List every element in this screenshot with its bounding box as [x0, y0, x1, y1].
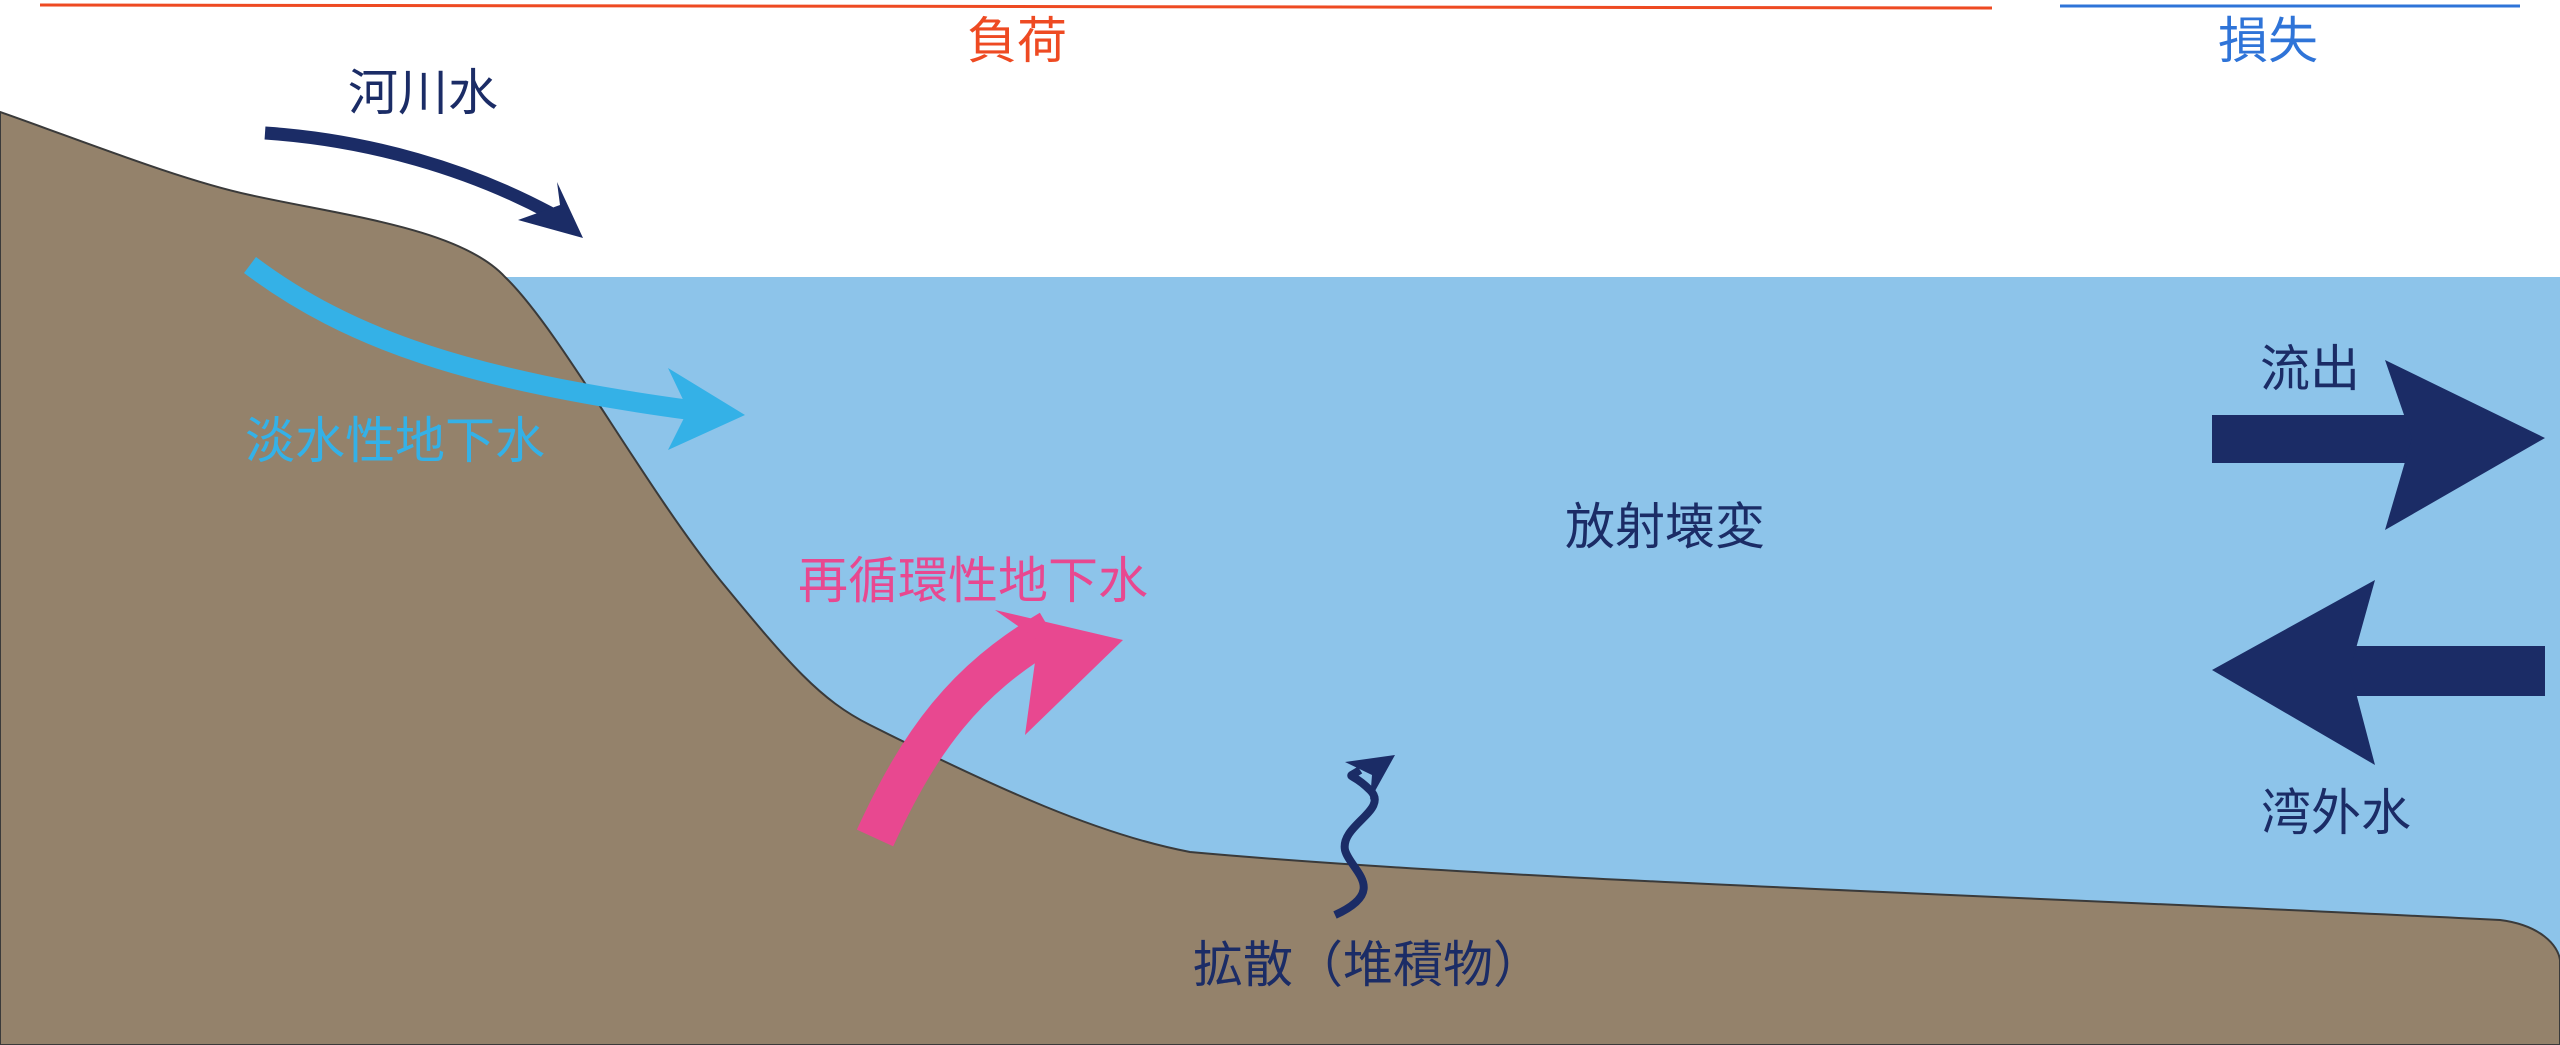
- recirculated-groundwater-arrowhead: [995, 610, 1123, 735]
- diffusion-squiggle: [1333, 766, 1379, 919]
- land-slope: [0, 110, 2560, 1045]
- recirculated-groundwater-arrow: [856, 612, 1061, 847]
- river-water-arrow: [264, 126, 554, 219]
- river-water-arrowhead: [518, 182, 583, 238]
- offshore-arrowhead: [2212, 580, 2375, 765]
- fresh-groundwater-label: 淡水性地下水: [245, 412, 545, 470]
- radioactive-decay-label: 放射壊変: [1565, 498, 1765, 556]
- offshore-arrow-shaft: [2345, 646, 2545, 696]
- diffusion-sediment-label: 拡散（堆積物）: [1193, 936, 1543, 994]
- fresh-groundwater-arrowhead: [668, 368, 745, 450]
- load-label: 負荷: [967, 12, 1067, 70]
- offshore-water-label: 湾外水: [2261, 784, 2411, 842]
- fresh-groundwater-arrow: [244, 256, 692, 420]
- outflow-label: 流出: [2260, 340, 2360, 398]
- diffusion-arrowhead: [1345, 755, 1395, 800]
- recirculated-groundwater-label: 再循環性地下水: [798, 552, 1148, 610]
- loss-label: 損失: [2218, 12, 2318, 70]
- outflow-arrowhead: [2385, 360, 2545, 530]
- load-bar: [39, 3, 1993, 10]
- outflow-arrow-shaft: [2212, 415, 2412, 463]
- river-water-label: 河川水: [348, 64, 498, 122]
